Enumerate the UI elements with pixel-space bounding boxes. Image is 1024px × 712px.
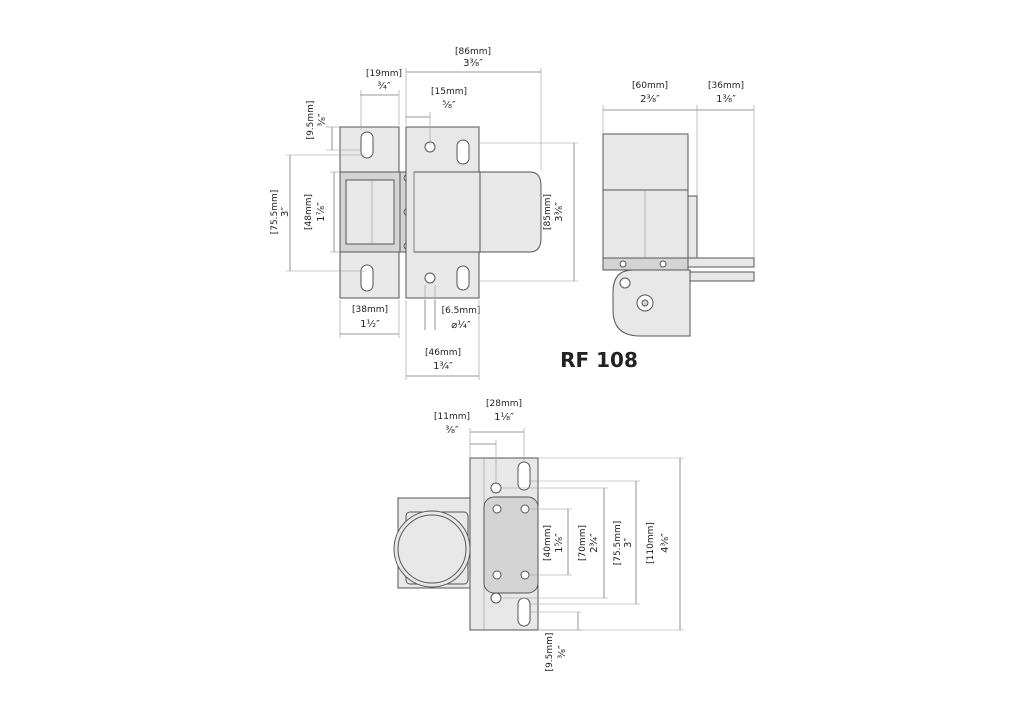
top-cylinder-inner [397, 514, 467, 584]
side-view-dimensions: [60mm] 2³⁄₈″ [36mm] 1³⁄₈″ [602, 81, 755, 258]
dim-36mm-inch: 1³⁄₈″ [716, 94, 736, 105]
dim-75-5mm-left-label: [75.5mm] [270, 190, 280, 235]
side-leaf-upper [687, 257, 755, 268]
right-leaf-lower-hole [424, 272, 436, 284]
dim-40mm-label: [40mm] [543, 525, 553, 561]
dim-85mm-label: [85mm] [543, 194, 553, 230]
top-view-dimensions: [28mm] 1¹⁄₈″ [11mm] ³⁄₈″ [40mm] 1⁵⁄₈″ [7… [434, 399, 684, 671]
dim-6-5mm-label: [6.5mm] [442, 306, 481, 316]
right-leaf-upper-slot [456, 139, 470, 165]
dim-9-5mm-bottom-label: [9.5mm] [545, 633, 555, 672]
dim-75-5mm-right-inch: 3″ [623, 538, 634, 548]
dim-75-5mm-left-inch: 3″ [280, 207, 291, 217]
front-view [339, 126, 542, 299]
dim-40mm-inch: 1⁵⁄₈″ [554, 533, 565, 553]
top-hole-inner-3 [492, 570, 502, 580]
dim-46mm-label: [46mm] [425, 348, 461, 358]
dim-19mm-label: [19mm] [366, 69, 402, 79]
cylinder-housing [479, 171, 542, 253]
dim-48mm-inch: 1⁷⁄₈″ [316, 202, 327, 222]
side-screw-right [659, 260, 667, 268]
dim-15mm-inch: ⁵⁄₈″ [442, 100, 456, 111]
side-screw-left [619, 260, 627, 268]
side-view [602, 133, 755, 337]
top-view [393, 457, 539, 631]
top-hole-inner-1 [492, 504, 502, 514]
dim-38mm-label: [38mm] [352, 305, 388, 315]
side-knuckle-strip [602, 257, 689, 271]
dim-86mm-inch: 3³⁄₈″ [463, 58, 483, 69]
side-pivot-pin-center [641, 299, 649, 307]
dim-48mm-label: [48mm] [304, 194, 314, 230]
side-body-flange [687, 195, 698, 259]
dim-11mm-label: [11mm] [434, 412, 470, 422]
dim-110mm-inch: 4³⁄₈″ [660, 533, 671, 553]
dim-11mm-inch: ³⁄₈″ [445, 425, 459, 436]
dim-9-5mm-top-label: [9.5mm] [306, 101, 316, 140]
dim-46mm-inch: 1³⁄₄″ [433, 361, 453, 372]
top-hole-inner-2 [520, 504, 530, 514]
product-title: RF 108 [560, 348, 638, 372]
dim-9-5mm-bottom-inch: ³⁄₈″ [557, 645, 568, 659]
dim-60mm-inch: 2³⁄₈″ [640, 94, 660, 105]
dim-19mm-inch: ³⁄₄″ [377, 81, 391, 92]
top-slot-lower [517, 597, 531, 627]
left-leaf-upper-slot [360, 131, 374, 159]
dim-70mm-label: [70mm] [578, 525, 588, 561]
dim-6-5mm-inch: ⌀¹⁄₄″ [451, 320, 471, 331]
dim-36mm-label: [36mm] [708, 81, 744, 91]
dim-28mm-label: [28mm] [486, 399, 522, 409]
dim-75-5mm-right-label: [75.5mm] [613, 521, 623, 566]
top-inner-plate [483, 496, 539, 594]
top-hole-inner-4 [520, 570, 530, 580]
front-view-dimensions: [86mm] 3³⁄₈″ [19mm] ³⁄₄″ [15mm] ⁵⁄₈″ [9.… [270, 47, 578, 380]
side-body-top-block [602, 133, 689, 191]
right-leaf-lower-slot [456, 265, 470, 291]
dim-110mm-label: [110mm] [646, 522, 656, 564]
dim-28mm-inch: 1¹⁄₈″ [494, 412, 514, 423]
left-leaf-lower-slot [360, 264, 374, 292]
dim-38mm-inch: 1¹⁄₂″ [360, 319, 380, 330]
top-slot-upper [517, 461, 531, 491]
top-hole-upper [490, 482, 502, 494]
dim-60mm-label: [60mm] [632, 81, 668, 91]
left-housing-inner [345, 179, 395, 245]
side-small-roller [619, 277, 631, 289]
dim-86mm-label: [86mm] [455, 47, 491, 57]
dim-70mm-inch: 2³⁄₄″ [589, 533, 600, 553]
dim-9-5mm-top-inch: ³⁄₈″ [317, 113, 328, 127]
main-body [413, 171, 481, 253]
side-leaf-lower [687, 271, 755, 282]
top-hole-lower [490, 592, 502, 604]
dim-85mm-inch: 3³⁄₈″ [554, 202, 565, 222]
dim-15mm-label: [15mm] [431, 87, 467, 97]
